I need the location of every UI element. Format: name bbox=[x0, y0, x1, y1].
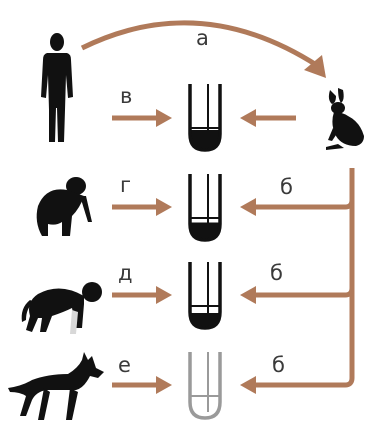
tube-outline-g bbox=[188, 174, 222, 242]
arrow-b3-head bbox=[240, 376, 256, 394]
tube-outline-v bbox=[188, 84, 222, 152]
arrow-rabbit-to-tube-v bbox=[240, 109, 296, 127]
label-b1: б bbox=[280, 175, 293, 199]
arrow-a bbox=[80, 20, 326, 78]
label-a: а bbox=[196, 26, 209, 50]
label-d: д bbox=[118, 261, 133, 285]
antiserum-lines bbox=[250, 168, 355, 388]
test-tube-e bbox=[188, 352, 222, 420]
arrow-v bbox=[112, 109, 172, 127]
arrow-b2-head bbox=[240, 286, 256, 304]
monkey-icon bbox=[21, 282, 102, 334]
test-tube-g bbox=[188, 174, 222, 242]
label-e: е bbox=[118, 353, 131, 377]
label-b2: б bbox=[270, 261, 283, 285]
tube-outline-d bbox=[188, 262, 222, 330]
tube-outline-e bbox=[188, 352, 222, 420]
test-tube-v bbox=[188, 84, 222, 152]
human-icon bbox=[41, 33, 73, 142]
dog-icon bbox=[8, 352, 104, 420]
rabbit-icon bbox=[326, 88, 364, 150]
chimpanzee-icon bbox=[36, 177, 92, 236]
test-tube-d bbox=[188, 262, 222, 330]
test-tubes bbox=[188, 84, 222, 420]
label-b3: б bbox=[272, 353, 285, 377]
label-v: в bbox=[120, 84, 132, 108]
arrow-b1-head bbox=[240, 198, 256, 216]
precipitate-v bbox=[190, 130, 220, 150]
precipitate-d bbox=[190, 312, 220, 328]
arrow-g bbox=[112, 198, 172, 216]
arrow-e bbox=[112, 376, 172, 394]
label-g: г bbox=[120, 173, 131, 197]
precipitate-g bbox=[190, 222, 220, 240]
arrow-d bbox=[112, 286, 172, 304]
